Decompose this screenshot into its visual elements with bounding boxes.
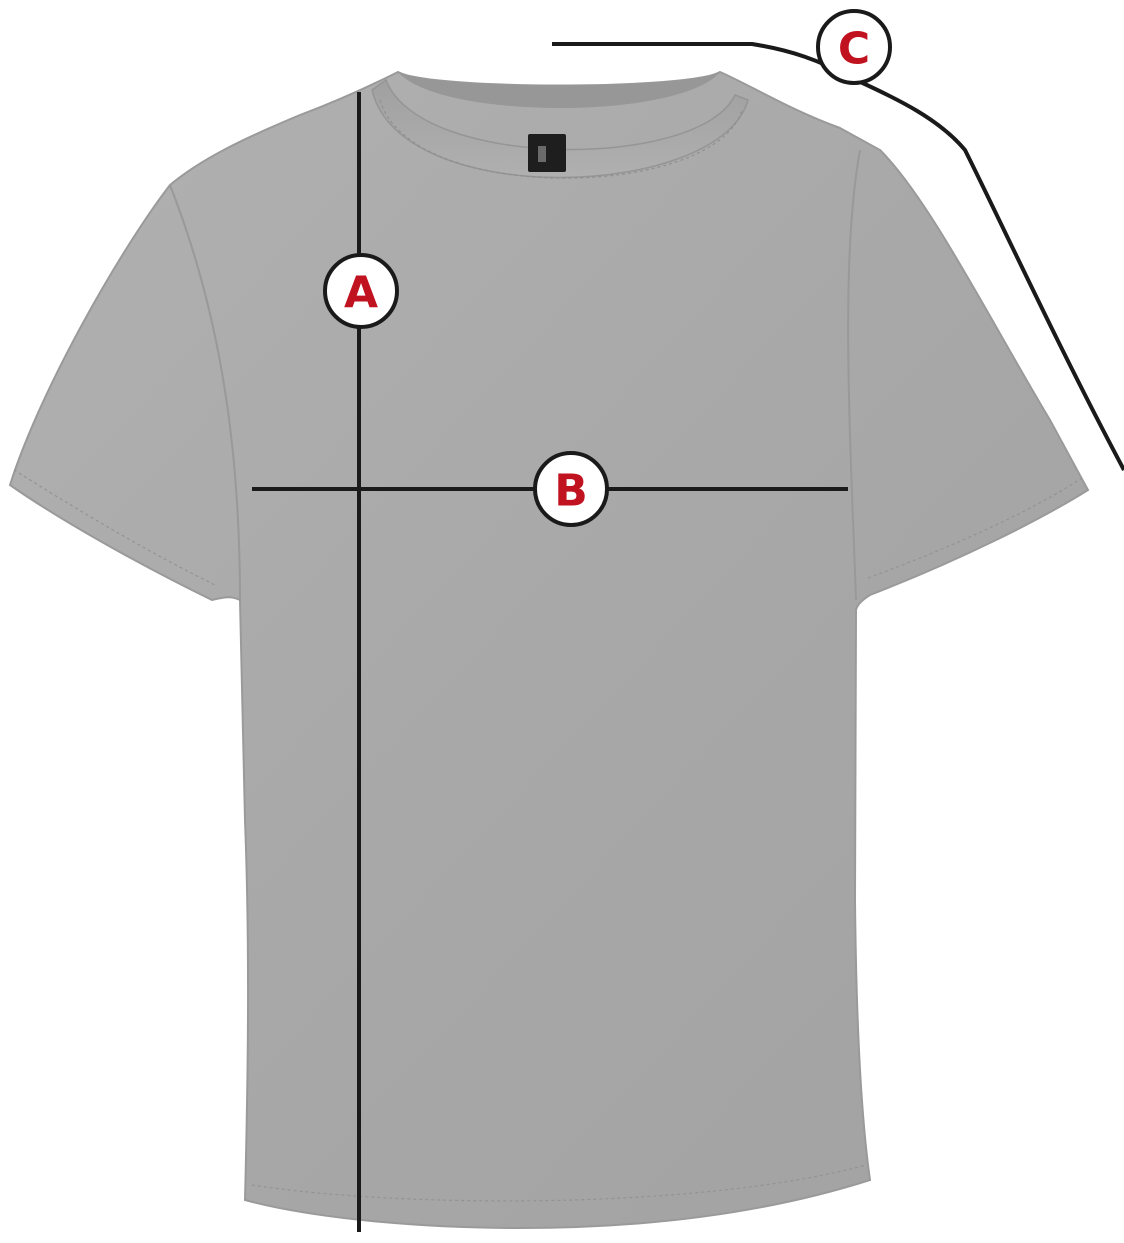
marker-c-label: C: [838, 24, 870, 75]
t-shirt-icon: [10, 72, 1088, 1228]
shirt-body: [10, 72, 1088, 1228]
marker-a: A: [325, 255, 397, 327]
marker-b-label: B: [554, 466, 588, 517]
marker-a-label: A: [344, 268, 378, 319]
marker-b: B: [535, 453, 607, 525]
neck-tag-mark: [538, 146, 546, 162]
marker-c: C: [818, 11, 890, 83]
neck-tag: [528, 134, 566, 172]
